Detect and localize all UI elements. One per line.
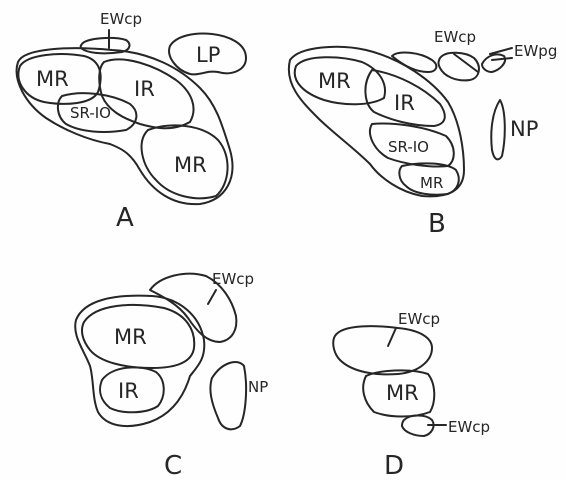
panel-b-ewcp-leader	[453, 53, 479, 73]
panel-c-letter: C	[164, 451, 182, 480]
panel-a-mr-right	[140, 124, 229, 200]
panel-b-ewcp-label: EWcp	[434, 28, 476, 46]
panel-c-np-label: NP	[248, 378, 268, 396]
panel-d-ewcp-top-label: EWcp	[398, 310, 440, 328]
panel-a: EWcp LP MR IR SR-IO MR A	[15, 10, 247, 233]
panel-d-ewcp-top-region	[332, 325, 433, 376]
panel-b-np-region	[490, 99, 506, 161]
panel-a-mr-left-label: MR	[36, 67, 69, 91]
panel-b-ir-label: IR	[394, 91, 415, 115]
panel-b-sr-io-label: SR-IO	[388, 138, 429, 156]
panel-b-mr-small	[398, 162, 460, 196]
panel-b-ir	[364, 69, 446, 127]
panel-a-ir-label: IR	[134, 77, 155, 101]
panel-b-ewpg-region	[481, 53, 506, 73]
panel-c-ewcp-label: EWcp	[212, 270, 254, 288]
panel-b-letter: B	[428, 209, 446, 239]
panel-a-letter: A	[116, 203, 134, 233]
panel-c-ewcp-region	[149, 272, 238, 343]
panel-d-ewcp-bottom-label: EWcp	[448, 418, 490, 436]
panel-b-ewpg-leader-2	[491, 57, 513, 61]
panel-c-outer-outline	[74, 294, 206, 428]
panel-a-lp-label: LP	[196, 43, 220, 67]
panel-b-mr	[293, 56, 386, 106]
panel-d-ewcp-top-leader	[387, 327, 397, 347]
panel-b-left-crescent	[391, 51, 438, 73]
panel-c-ir-label: IR	[118, 379, 139, 403]
panel-c-ir	[99, 366, 165, 414]
panel-b-outer-outline	[287, 45, 465, 198]
panel-b-ewpg-label: EWpg	[514, 42, 557, 60]
panel-b-mr-label: MR	[318, 69, 351, 93]
panel-a-sr-io	[56, 92, 138, 133]
panel-b-np-label: NP	[510, 117, 538, 141]
panel-a-ewcp-label: EWcp	[100, 10, 142, 28]
panel-a-lp-region	[168, 32, 247, 76]
panel-a-mr-left	[17, 53, 102, 105]
panel-a-ewcp-oval	[79, 36, 131, 55]
panel-a-mr-right-label: MR	[174, 153, 207, 177]
panel-a-ir	[98, 58, 195, 130]
panel-c-mr	[81, 303, 196, 369]
panel-b: EWcp EWpg NP MR IR SR-IO MR B	[287, 28, 557, 239]
panel-d-ewcp-bottom-oval	[401, 414, 435, 437]
panel-d-mr-label: MR	[386, 381, 419, 405]
panel-c: EWcp MR IR NP C	[74, 270, 268, 480]
panel-c-ewcp-leader	[207, 289, 217, 305]
panel-b-ewpg-leader-1	[489, 47, 513, 55]
panel-d: EWcp MR EWcp D	[332, 310, 490, 480]
panel-a-sr-io-label: SR-IO	[70, 104, 111, 122]
panel-d-mr-region	[362, 369, 436, 418]
panel-b-mr-small-label: MR	[420, 174, 443, 192]
panel-c-np-region	[209, 361, 248, 431]
panel-c-mr-label: MR	[114, 325, 147, 349]
panel-b-ewcp-oval	[437, 51, 480, 82]
panel-d-letter: D	[384, 451, 404, 480]
